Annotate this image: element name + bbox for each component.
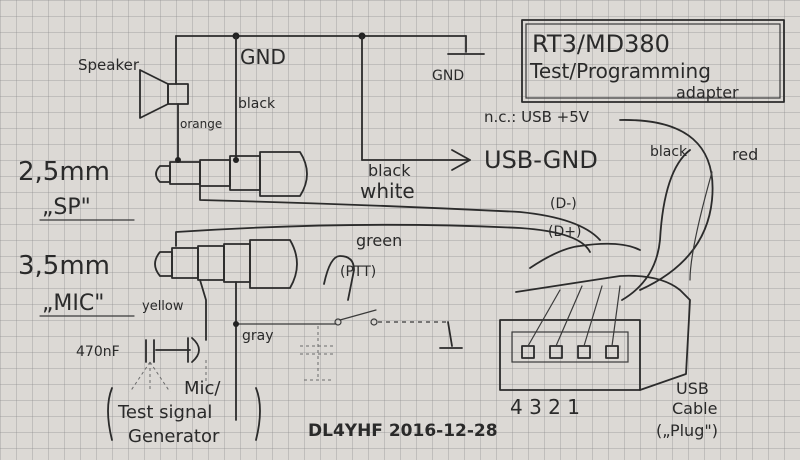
title-inner-frame	[525, 23, 781, 99]
mic-label-3: Generator	[128, 426, 220, 447]
microphone-icon	[187, 337, 200, 363]
d-plus-label: (D+)	[548, 224, 581, 240]
switch-lever	[339, 309, 377, 321]
jack-3-5mm-size: 3,5mm	[18, 251, 110, 281]
title-line-2: Test/Programming	[529, 59, 711, 83]
usb-red-wire	[619, 119, 714, 291]
junction-dot	[175, 157, 181, 163]
gnd-label: GND	[240, 45, 286, 69]
switch-contact	[370, 318, 378, 326]
title-frame	[521, 19, 785, 103]
ptt-ground	[447, 321, 453, 347]
usb-gnd-label: USB-GND	[484, 146, 598, 174]
black-arrow-label: black	[368, 161, 411, 180]
yellow-label: yellow	[142, 299, 184, 314]
switch-contact	[334, 318, 342, 326]
yellow-wire	[199, 279, 207, 341]
green-wire	[175, 223, 591, 253]
black-vertical-label: black	[238, 96, 276, 112]
orange-label: orange	[180, 117, 222, 131]
black-usb-label: black	[650, 144, 688, 160]
mic-label-2: Test signal	[117, 402, 212, 423]
white-label: white	[360, 179, 415, 203]
d-minus-label: (D-)	[550, 196, 577, 212]
ptt-label: (PTT)	[340, 264, 376, 280]
arrow-icon	[451, 149, 471, 171]
speaker-label: Speaker	[78, 56, 140, 74]
nc-usb5v-label: n.c.: USB +5V	[484, 108, 590, 126]
white-wire	[199, 185, 601, 241]
capacitor-label: 470nF	[76, 344, 120, 360]
usb-cable-label-1: USB	[676, 379, 709, 398]
title-box: RT3/MD380 Test/Programming adapter	[521, 19, 785, 103]
speaker-icon	[139, 69, 189, 119]
title-line-3: adapter	[676, 83, 739, 102]
author-date: DL4YHF 2016-12-28	[308, 421, 498, 441]
junction-dot	[233, 157, 239, 163]
jack-3-5mm	[154, 239, 298, 289]
dashed-leads	[129, 361, 171, 393]
bracket-right	[255, 387, 261, 441]
title-line-1: RT3/MD380	[532, 30, 670, 58]
usb-cable-label-3: („Plug")	[656, 421, 718, 440]
mic-label-1: Mic/	[184, 378, 221, 399]
usb-black-wire	[621, 149, 691, 301]
gray-label: gray	[242, 328, 274, 344]
usb-data-wire	[529, 242, 641, 269]
jack-2-5mm-name: „SP"	[42, 195, 91, 220]
junction-dot	[233, 321, 239, 327]
ptt-wire	[323, 255, 355, 301]
bracket-left	[107, 387, 113, 441]
usb-cable-body	[689, 171, 713, 281]
gnd-symbol-label: GND	[432, 68, 464, 84]
green-label: green	[356, 231, 402, 250]
usb-plug	[499, 274, 691, 391]
usb-pin-numbers: 4 3 2 1	[510, 395, 580, 419]
red-label: red	[732, 145, 758, 164]
jack-2-5mm	[155, 151, 308, 197]
jack-3-5mm-name: „MIC"	[42, 291, 104, 316]
jack-2-5mm-size: 2,5mm	[18, 157, 110, 187]
usb-cable-label-2: Cable	[672, 399, 717, 418]
